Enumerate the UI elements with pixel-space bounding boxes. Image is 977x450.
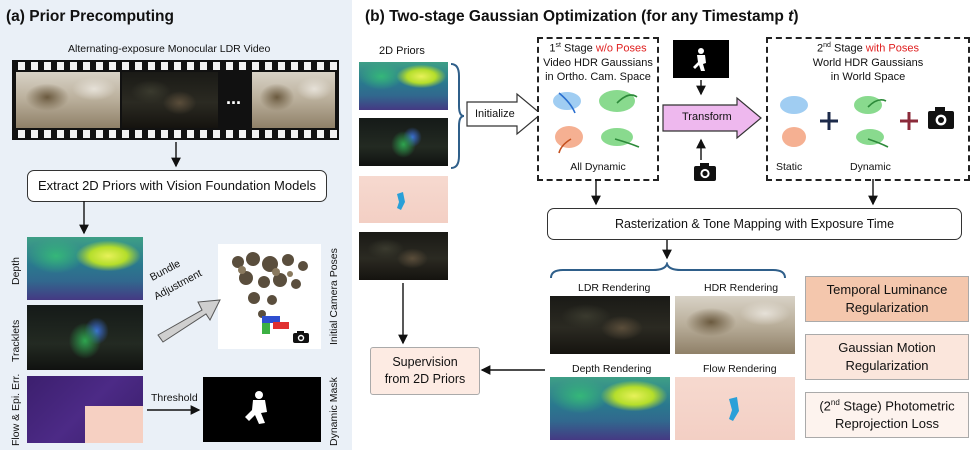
panel-two-stage-optimization: (b) Two-stage Gaussian Optimization (for… [357,0,977,450]
panel-b-title-suffix: ) [793,8,799,25]
video-frame-bright [16,72,120,128]
dynamic-mask-image [203,377,321,442]
stage1-line2: Video HDR Gaussians [543,56,653,69]
bundle-adjustment-arrow [157,299,221,343]
video-frame-bright-2 [252,72,335,128]
panel-b-title-prefix: (b) Two-stage Gaussian Optimization (for… [365,8,789,25]
stage1-box: 1st Stage w/o Poses Video HDR Gaussians … [537,37,659,181]
initial-camera-poses-cloud [218,244,321,349]
stage1-caption: All Dynamic [570,161,626,173]
video-label: Alternating-exposure Monocular LDR Video [68,43,271,55]
initialize-label: Initialize [475,108,515,120]
stage2-line2: World HDR Gaussians [812,56,924,69]
loss3-post: Stage) Photometric [839,397,955,413]
stage1-mid: Stage [560,42,596,55]
stage1-red: w/o Poses [595,42,647,55]
stage2-mid: Stage [830,42,866,55]
depth-rendering-image [550,377,670,440]
tracklets-image [27,305,143,370]
transform-mask-thumb [673,40,729,78]
panel-b-arrows [398,80,878,375]
stage1-line3: in Ortho. Cam. Space [545,71,651,84]
ldr-rendering-image [550,296,670,354]
stage2-num: 2 [817,42,824,55]
static-label: Static [776,161,803,173]
transform-label: Transform [682,111,732,123]
priors-brace [450,63,465,169]
transform-mask-silhouette [693,48,706,71]
loss1-line1: Temporal Luminance [826,281,948,297]
flow-epi-error-image [27,376,143,443]
priors-label: 2D Priors [379,45,425,57]
supervision-box: Supervision from 2D Priors [370,347,480,395]
flow-rendering-image [675,377,795,440]
stage1-num: 1 [549,42,556,55]
hdr-rendering-image [675,296,795,354]
stage2-sup: nd [823,42,831,49]
panel-a-title: (a) Prior Precomputing [6,8,174,25]
renderings-brace [550,262,786,279]
panel-b-title-var: t [788,8,794,25]
stage1-header: 1st Stage w/o Poses Video HDR Gaussians … [539,41,657,85]
film-perforations-bottom [12,130,339,138]
stage2-gaussians [780,96,954,148]
initialize-arrow [466,92,542,136]
film-perforations-top [12,62,339,70]
panel-prior-precomputing: (a) Prior Precomputing Alternating-expos… [0,0,352,450]
stage2-red: with Poses [865,42,919,55]
depth-rendering-label: Depth Rendering [572,363,652,375]
video-frame-dark [122,72,218,128]
supervision-line2: from 2D Priors [384,372,466,386]
prior-flow-silhouette [397,192,405,210]
threshold-label: Threshold [151,392,198,404]
rasterization-box: Rasterization & Tone Mapping with Exposu… [547,208,962,240]
dynamic-mask-silhouette [245,391,267,424]
camera-icon [293,331,309,343]
stage2-line3: in World Space [830,71,906,84]
flow-inset [85,406,143,443]
loss1-line2: Regularization [845,300,929,315]
loss2-line1: Gaussian Motion [838,339,936,355]
panel-b-title: (b) Two-stage Gaussian Optimization (for… [365,8,799,26]
loss3-sup: nd [830,397,840,407]
prior-tracklets-thumb [359,118,448,166]
flow-rendering-label: Flow Rendering [703,363,777,375]
flow-rendering-silhouette [729,397,739,421]
ldr-rendering-label: LDR Rendering [578,282,651,294]
panel-a-arrows [79,142,201,415]
depth-prior-image [27,237,143,300]
photometric-reprojection-loss-box: (2nd Stage) Photometric Reprojection Los… [805,392,969,438]
transform-arrow [662,96,762,140]
point-cloud-graphic [232,252,308,334]
loss2-line2: Regularization [845,358,929,373]
dynamic-label: Dynamic [850,161,891,173]
loss3-line2: Reprojection Loss [834,416,940,432]
supervision-line1: Supervision [392,355,458,370]
video-ellipsis: ... [226,88,242,108]
stage1-sup: st [555,42,561,49]
prior-depth-thumb [359,62,448,110]
prior-flow-thumb [359,176,448,223]
loss3-pre: (2 [819,397,831,413]
transform-camera-icon [694,163,716,181]
extract-priors-box: Extract 2D Priors with Vision Foundation… [27,170,327,202]
film-strip: ... [12,60,339,140]
hdr-rendering-label: HDR Rendering [704,282,779,294]
stage1-gaussians [553,90,640,154]
stage2-header: 2nd Stage with Poses World HDR Gaussians… [768,41,968,85]
stage2-box: 2nd Stage with Poses World HDR Gaussians… [766,37,970,181]
prior-mask-thumb [359,232,448,280]
